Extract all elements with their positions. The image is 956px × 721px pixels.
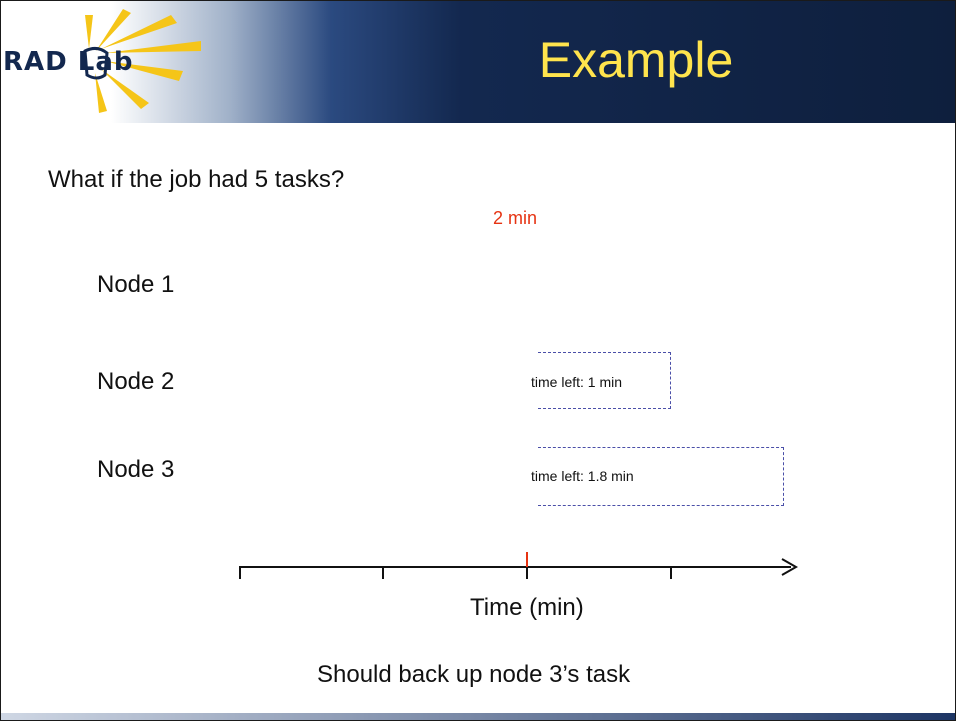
node-2-task-box: [538, 352, 671, 409]
node-3-task-box: [538, 447, 784, 506]
slide-title: Example: [538, 32, 734, 88]
footer-bar: [1, 713, 955, 720]
logo-ray: [105, 61, 183, 81]
logo-ray: [101, 69, 149, 109]
node-1-label: Node 1: [97, 271, 175, 298]
logo-ray: [101, 15, 177, 49]
node-3-label: Node 3: [97, 456, 175, 483]
logo-ray: [95, 73, 107, 113]
node-2-task-text: time left: 1 min: [531, 374, 623, 390]
logo-rays-icon: [83, 9, 201, 113]
question-text: What if the job had 5 tasks?: [48, 166, 345, 193]
slide-header: RAD Lab Example: [1, 1, 955, 123]
node-2-label: Node 2: [97, 368, 175, 395]
axis-label: Time (min): [470, 594, 584, 621]
conclusion-text: Should back up node 3’s task: [317, 661, 631, 688]
logo-lab-shape: [83, 46, 109, 80]
axis-ticks: [239, 567, 672, 579]
logo-ray: [96, 9, 131, 51]
logo-ray: [85, 15, 93, 49]
logo-ray: [105, 41, 201, 53]
axis-arrow-icon: [781, 558, 799, 576]
node-3-task-text: time left: 1.8 min: [531, 468, 634, 484]
rad-lab-logo: RAD Lab: [1, 1, 241, 123]
time-marker-label: 2 min: [493, 208, 538, 228]
logo-text: RAD Lab: [3, 47, 134, 77]
